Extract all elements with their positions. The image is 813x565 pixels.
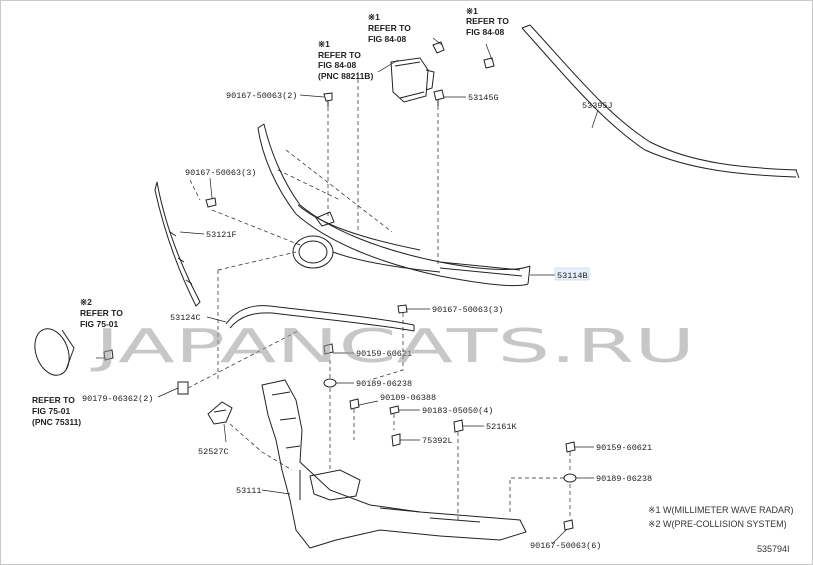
watermark: JAPANCATS.RU (90, 319, 695, 373)
refer-note-2: ※1 REFER TO FIG 84-08 (466, 6, 509, 37)
bracket-53121f (154, 181, 201, 307)
part-label-52527c: 52527C (198, 447, 229, 457)
part-label-90159-60621-a: 90159-60621 (356, 349, 412, 359)
part-label-53111: 53111 (236, 486, 262, 496)
part-label-53124c: 53124C (170, 313, 201, 323)
refer-note-5-line1: REFER TO (32, 395, 75, 405)
clip-53145g (433, 89, 445, 106)
radar-sensor (390, 57, 435, 103)
part-label-90189-06238-b: 90189-06238 (596, 474, 652, 484)
fastener-90167-c (397, 304, 408, 314)
part-label-53114b: 53114B (557, 271, 588, 281)
part-label-75392l: 75392L (422, 436, 453, 446)
part-labels: 90167-50063(2) 53145G 53395J 90167-50063… (82, 91, 652, 551)
fastener-90159-a (323, 343, 334, 355)
molding-53124c (225, 305, 415, 332)
part-label-53121f: 53121F (206, 230, 237, 240)
refer-note-4-line3: FIG 75-01 (80, 319, 119, 329)
clip-90179 (177, 381, 189, 395)
refer-note-3-line2: REFER TO (318, 50, 361, 60)
refer-note-4: ※2 REFER TO FIG 75-01 (80, 297, 123, 329)
part-label-90189-06238-a: 90189-06238 (356, 379, 412, 389)
cover-part (34, 328, 75, 376)
refer-note-1: ※1 REFER TO FIG 84-08 (368, 12, 411, 44)
refer-note-5: REFER TO FIG 75-01 (PNC 75311) (32, 395, 81, 427)
refer-note-2-line3: FIG 84-08 (466, 27, 505, 37)
assembly-dashed-lines (187, 72, 571, 520)
part-label-53395j: 53395J (582, 101, 613, 111)
refer-note-1-marker: ※1 (368, 12, 380, 22)
refer-note-1-line3: FIG 84-08 (368, 34, 407, 44)
fastener-90159-b (565, 441, 576, 453)
refer-note-3-line3: FIG 84-08 (318, 60, 357, 70)
molding-53395j (521, 24, 800, 179)
part-label-90159-60621-b: 90159-60621 (596, 443, 652, 453)
fastener-90189-a (323, 378, 337, 388)
part-label-52161k: 52161K (486, 422, 518, 432)
radar-fastener-right (483, 57, 495, 69)
fastener-90183 (389, 405, 400, 415)
refer-note-2-marker: ※1 (466, 6, 478, 16)
refer-note-4-marker: ※2 (80, 297, 92, 307)
leader-lines (96, 37, 599, 545)
fastener-90167-a (323, 92, 333, 107)
highlight-53114b (554, 267, 590, 281)
legend-item-1: ※1 W(MILLIMETER WAVE RADAR) (648, 505, 794, 515)
refer-note-3-marker: ※1 (318, 39, 330, 49)
diagram-id: 535794I (757, 544, 790, 554)
fastener-90167-b (205, 197, 217, 208)
part-label-53145g: 53145G (468, 93, 499, 103)
bracket-52527c (207, 401, 233, 425)
part-label-90183-05050-4: 90183-05050(4) (422, 406, 493, 416)
refer-note-3: ※1 REFER TO FIG 84-08 (PNC 88211B) (318, 39, 373, 81)
support-53111 (261, 379, 527, 549)
fastener-90167-d (563, 519, 574, 531)
clip-52161k (453, 419, 464, 433)
pin-75392l (391, 433, 401, 447)
radiator-grille-53114b (257, 123, 531, 287)
part-label-90167-50063-3a: 90167-50063(3) (185, 168, 256, 178)
fastener-cover (103, 349, 114, 361)
refer-note-2-line2: REFER TO (466, 16, 509, 26)
legend-item-2: ※2 W(PRE-COLLISION SYSTEM) (648, 519, 787, 529)
legend: ※1 W(MILLIMETER WAVE RADAR) ※2 W(PRE-COL… (648, 505, 794, 529)
part-label-90109-06388: 90109-06388 (380, 393, 436, 403)
refer-note-5-line3: (PNC 75311) (32, 417, 81, 427)
radar-fastener-top (432, 41, 445, 54)
part-label-90167-50063-6: 90167-50063(6) (530, 541, 601, 551)
refer-note-4-line2: REFER TO (80, 308, 123, 318)
part-label-90167-50063-3b: 90167-50063(3) (432, 305, 503, 315)
part-label-90167-50063-2: 90167-50063(2) (226, 91, 297, 101)
fastener-90189-b (563, 473, 577, 483)
part-label-90179-06362-2: 90179-06362(2) (82, 394, 153, 404)
refer-note-3-line4: (PNC 88211B) (318, 71, 373, 81)
fastener-90109 (349, 398, 360, 410)
refer-note-1-line2: REFER TO (368, 23, 411, 33)
refer-note-5-line2: FIG 75-01 (32, 406, 71, 416)
